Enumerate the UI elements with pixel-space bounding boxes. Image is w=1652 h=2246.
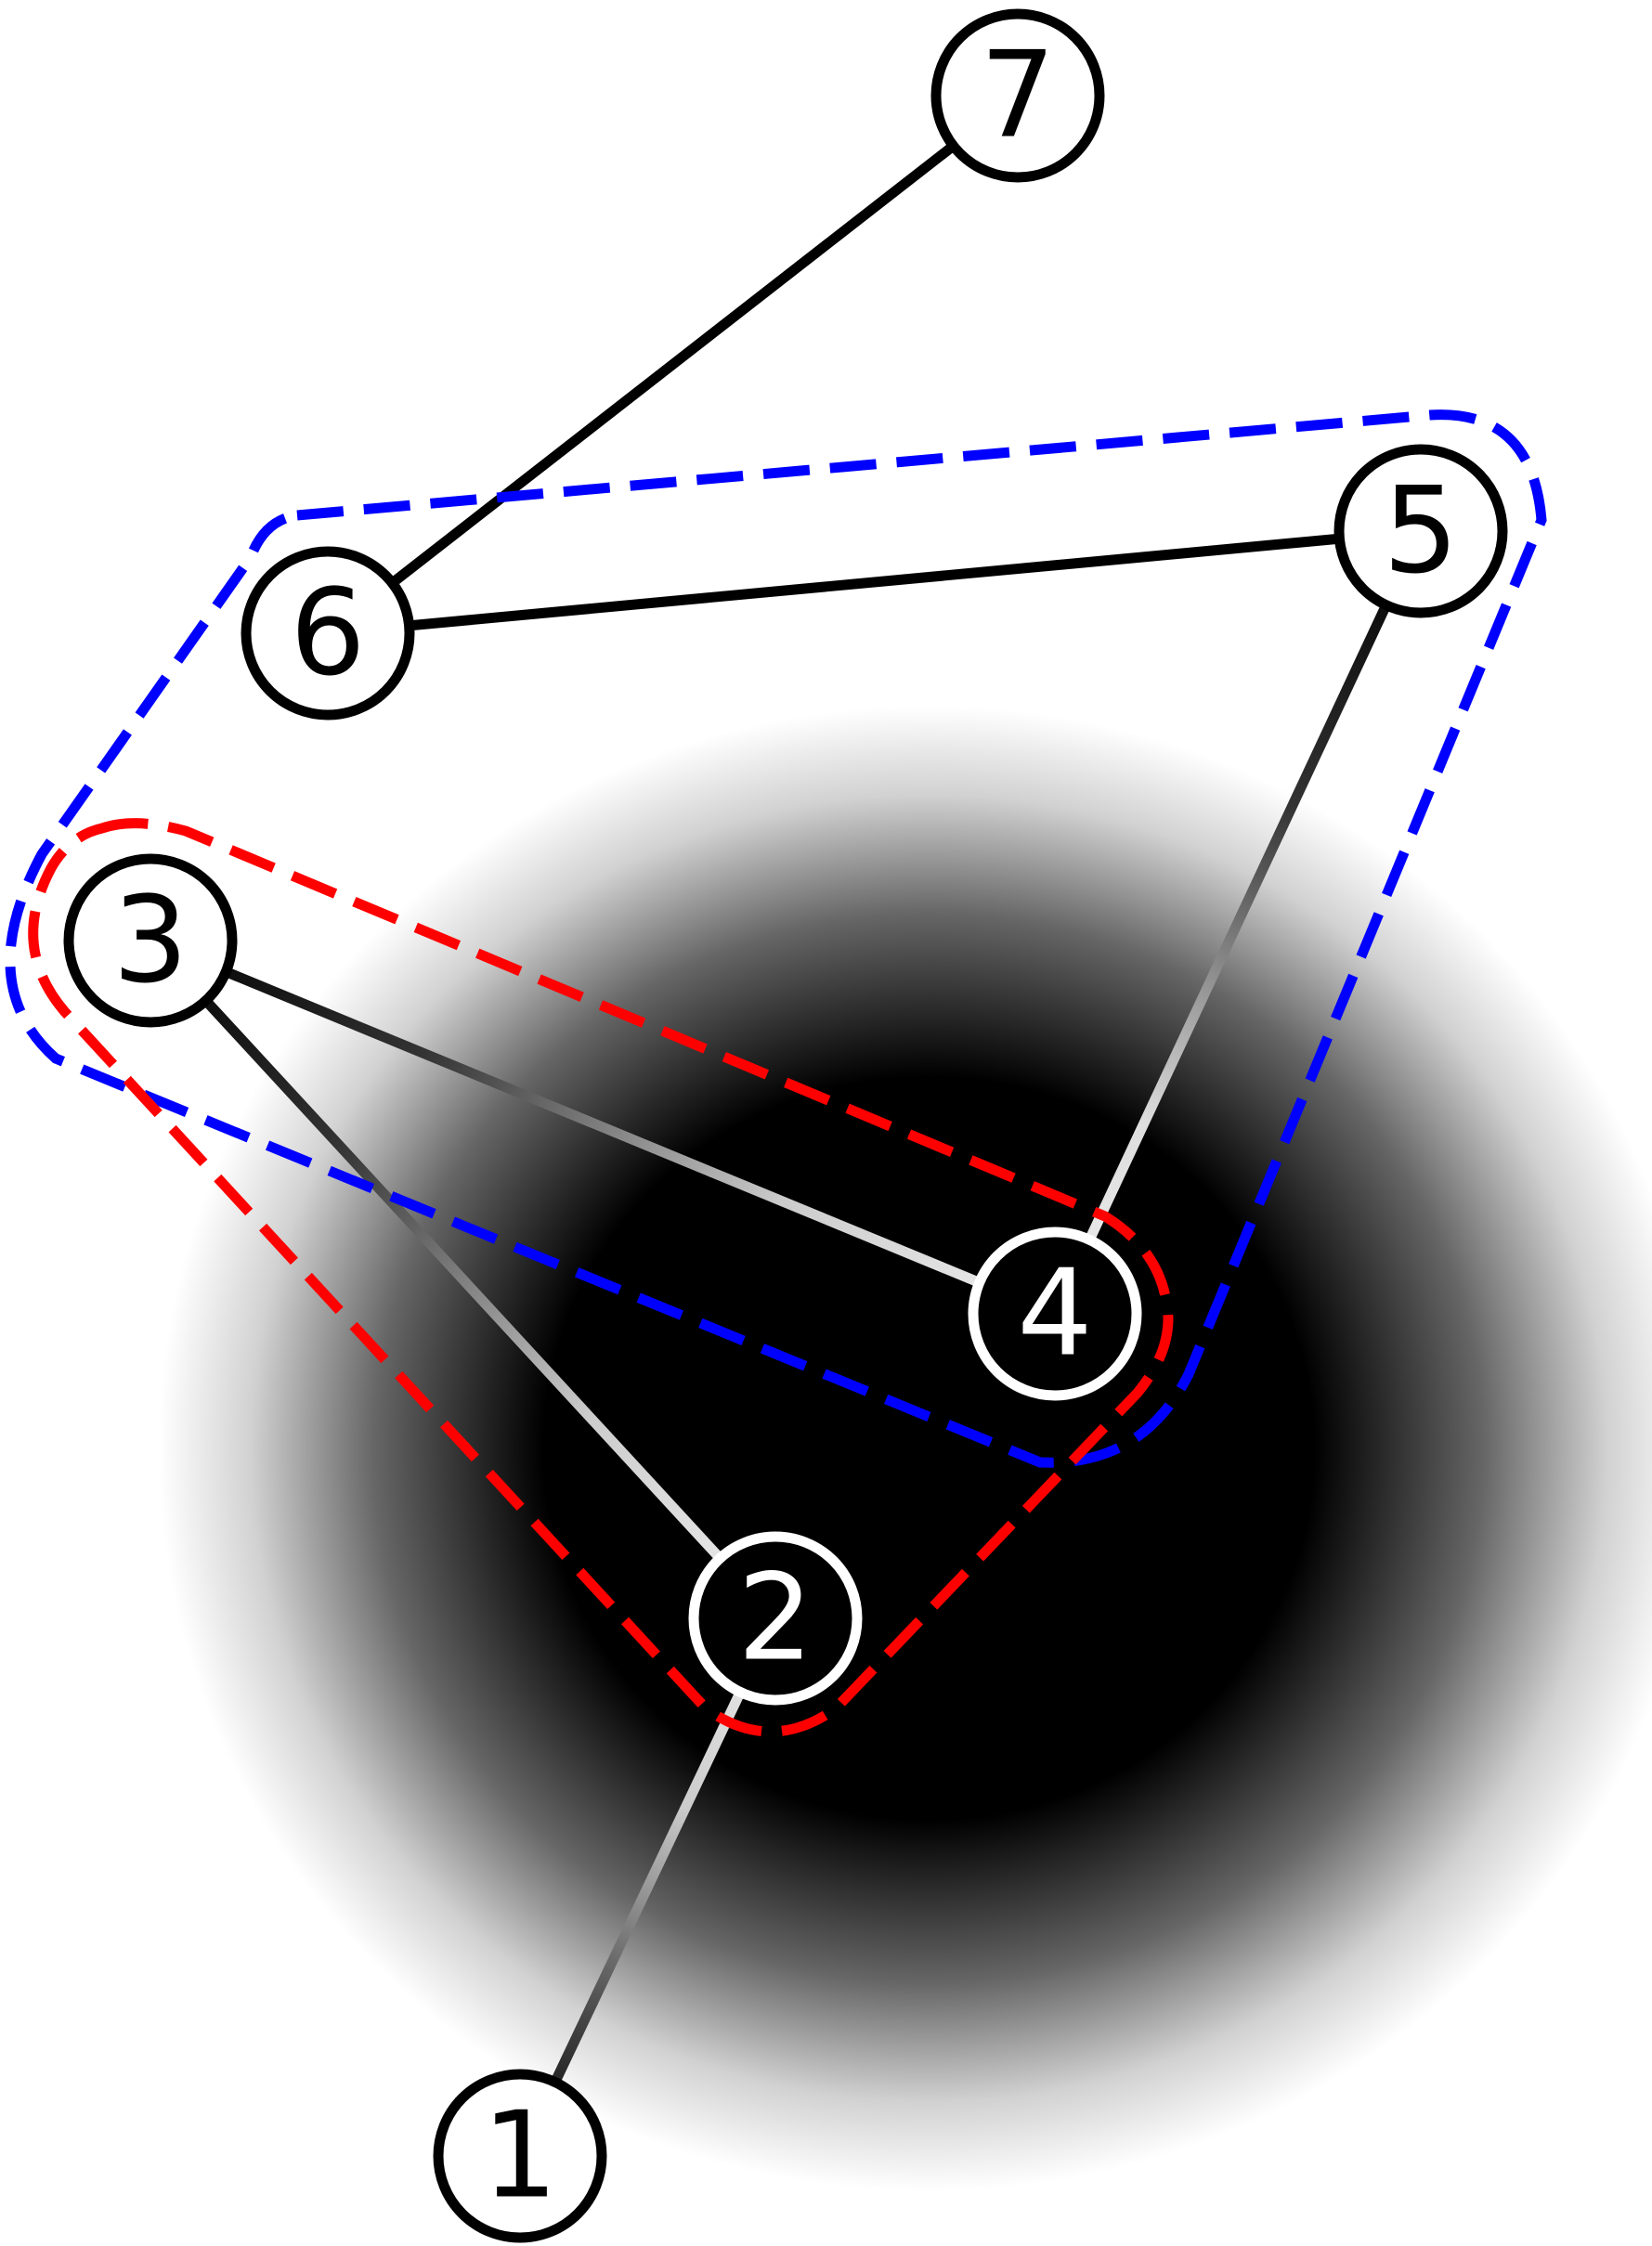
- node-1: 1: [433, 2069, 607, 2243]
- nodes: 7 6 5 3 4 2 1: [63, 8, 1508, 2243]
- node-4: 4: [968, 1227, 1142, 1401]
- node-2: 2: [688, 1531, 863, 1706]
- node-6: 6: [241, 546, 415, 721]
- node-label-6: 6: [290, 565, 365, 703]
- edge-5-4: [1050, 528, 1425, 1317]
- node-label-1: 1: [482, 2087, 557, 2226]
- node-3: 3: [63, 853, 238, 1028]
- edge-6-5: [327, 526, 1422, 639]
- node-label-7: 7: [980, 27, 1055, 165]
- node-label-4: 4: [1017, 1245, 1092, 1383]
- edge-3-2: [146, 937, 780, 1622]
- edge-3-4: [148, 935, 1058, 1319]
- group-outline-blue: [5, 409, 1547, 1468]
- edges: [146, 91, 1425, 2159]
- node-7: 7: [930, 8, 1105, 183]
- dark-blob: [158, 706, 1652, 2191]
- edge-2-1: [515, 1616, 780, 2159]
- node-label-2: 2: [737, 1550, 813, 1688]
- group-outline-red: [28, 818, 1174, 1737]
- edge-7-6: [324, 91, 1021, 638]
- node-label-3: 3: [112, 872, 188, 1010]
- node-5: 5: [1333, 444, 1508, 618]
- node-label-5: 5: [1383, 462, 1458, 601]
